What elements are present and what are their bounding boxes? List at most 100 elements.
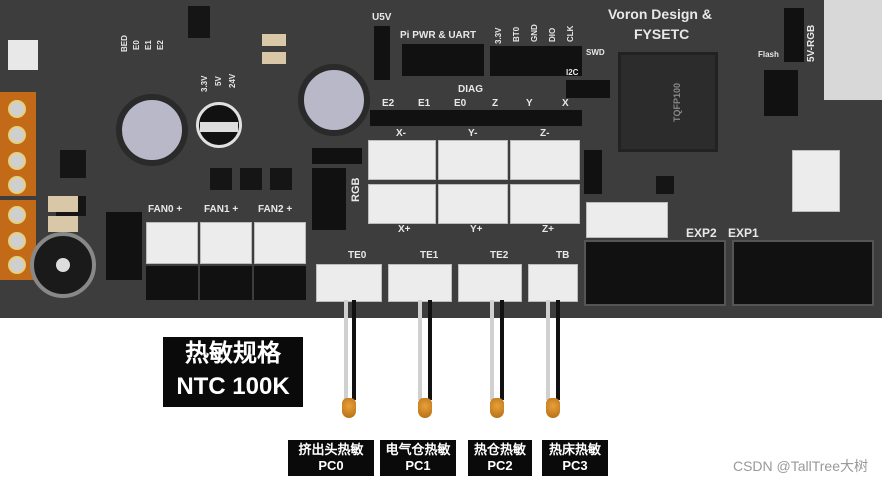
label-u5v: U5V (372, 12, 392, 23)
fuse (48, 216, 78, 232)
sd-card-slot (824, 0, 882, 100)
probe-header[interactable] (584, 150, 602, 194)
capacitor-stripe (200, 122, 238, 132)
endstop-label-z-minus: Z- (540, 128, 550, 139)
fan2-jumper[interactable] (254, 266, 306, 300)
inductor (116, 94, 188, 166)
diag-pin-y: Y (526, 98, 533, 109)
endstop-z-minus-connector[interactable] (510, 140, 580, 180)
fuse (262, 52, 286, 64)
label-e1: E1 (144, 40, 153, 50)
te0-wire-black (352, 300, 356, 400)
endstop-label-x-minus: X- (396, 128, 406, 139)
te2-wire-black (500, 300, 504, 400)
thermistor-port-tb-label: TB (556, 250, 570, 261)
tvs-chip (656, 176, 674, 194)
label-gnd: GND (530, 24, 539, 42)
tb-connector[interactable] (528, 264, 578, 302)
sensor-name: 热仓热敏 (473, 442, 526, 457)
label-5v: 5V (214, 76, 223, 86)
mosfet (60, 150, 86, 178)
diag-pin-e2: E2 (382, 98, 395, 109)
te0-connector[interactable] (316, 264, 382, 302)
te1-wire-white (418, 300, 422, 400)
endstop-label-y-minus: Y- (468, 128, 478, 139)
label-3v3-swd: 3.3V (494, 27, 503, 44)
te1-connector[interactable] (388, 264, 452, 302)
tb-wire-white (546, 300, 550, 400)
endstop-label-y-plus: Y+ (470, 224, 483, 235)
regulator (240, 168, 262, 190)
terminal-screw (8, 100, 26, 118)
te2-connector[interactable] (458, 264, 522, 302)
terminal-screw (8, 152, 26, 170)
sensor-name: 挤出头热敏 (298, 442, 364, 457)
rgb-header[interactable] (312, 168, 346, 230)
mcu-chip-label: TQFP100 (672, 82, 682, 122)
flash-header[interactable] (764, 70, 798, 116)
i2c-header[interactable] (566, 80, 610, 98)
inductor (298, 64, 370, 136)
fan0-connector[interactable] (146, 222, 198, 264)
sensor-label-pc0: 挤出头热敏 PC0 (288, 440, 374, 476)
label-i2c: I2C (566, 68, 579, 77)
label-pi-pwr-uart: Pi PWR & UART (400, 30, 477, 41)
sensor-pin: PC0 (318, 458, 344, 473)
buzzer (30, 232, 96, 298)
exp2-header[interactable] (584, 240, 726, 306)
terminal-screw (8, 256, 26, 274)
terminal-screw (8, 232, 26, 250)
label-flash: Flash (758, 50, 779, 59)
endstop-z-plus-connector[interactable] (510, 184, 580, 224)
rgb-header-top[interactable] (312, 148, 362, 164)
fan0-jumper[interactable] (146, 266, 198, 300)
endstop-x-plus-connector[interactable] (368, 184, 436, 224)
label-clk: CLK (566, 25, 575, 42)
sensor-name: 电气仓热敏 (385, 442, 451, 457)
thermistor-te0 (342, 398, 356, 418)
fan2-connector[interactable] (254, 222, 306, 264)
label-e2: E2 (156, 40, 165, 50)
pi-uart-header[interactable] (402, 44, 484, 76)
swd-header[interactable] (490, 46, 582, 76)
label-rgb: RGB (350, 177, 362, 202)
sensor-pin: PC3 (562, 458, 588, 473)
probe-connector[interactable] (586, 202, 668, 238)
u5v-header[interactable] (374, 26, 390, 80)
board-title-line1: Voron Design & (608, 6, 712, 22)
endstop-y-minus-connector[interactable] (438, 140, 508, 180)
label-diag: DIAG (458, 84, 483, 95)
label-bed: BED (120, 35, 129, 52)
sensor-label-pc1: 电气仓热敏 PC1 (380, 440, 456, 476)
pcb-board: BED E0 E1 E2 3.3V 5V 24V U5V Pi PWR & UA… (0, 0, 882, 318)
sensor-pin: PC1 (405, 458, 431, 473)
fan2-label: FAN2 + (258, 204, 293, 215)
sensor-pin: PC2 (487, 458, 513, 473)
label-5v-rgb: 5V-RGB (806, 24, 817, 62)
endstop-y-plus-connector[interactable] (438, 184, 508, 224)
neopixel-connector[interactable] (792, 150, 840, 212)
diag-pin-e1: E1 (418, 98, 431, 109)
exp1-header[interactable] (732, 240, 874, 306)
te2-wire-white (490, 300, 494, 400)
thermistor-port-te0-label: TE0 (348, 250, 367, 261)
label-24v: 24V (228, 73, 237, 88)
thermistor-te1 (418, 398, 432, 418)
thermistor-port-te2-label: TE2 (490, 250, 509, 261)
label-3v3: 3.3V (200, 75, 209, 92)
mcu-chip (618, 52, 718, 152)
buzzer-center (56, 258, 70, 272)
te1-wire-black (428, 300, 432, 400)
label-dio: DIO (548, 27, 557, 42)
fan-voltage-jumper[interactable] (106, 212, 142, 280)
endstop-x-minus-connector[interactable] (368, 140, 436, 180)
fan0-label: FAN0 + (148, 204, 183, 215)
regulator (188, 6, 210, 38)
thermistor-port-te1-label: TE1 (420, 250, 439, 261)
fan1-connector[interactable] (200, 222, 252, 264)
fan1-jumper[interactable] (200, 266, 252, 300)
label-exp2: EXP2 (686, 226, 717, 240)
rgb-5v-header[interactable] (784, 8, 804, 62)
fuse-holder (8, 40, 38, 70)
diag-header[interactable] (370, 110, 582, 126)
